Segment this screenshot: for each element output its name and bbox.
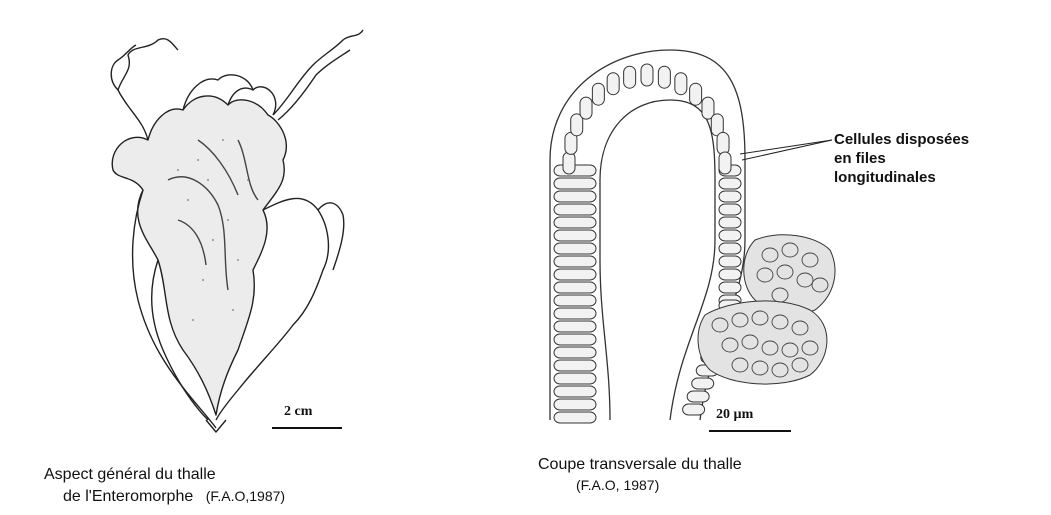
thallus-caption-species: de l'Enteromorphe — [63, 488, 193, 505]
section-caption-citation: (F.A.O, 1987) — [576, 475, 659, 495]
section-caption-line1: Coupe transversale du thalle — [538, 455, 742, 475]
annotation-line2: en files — [834, 149, 886, 169]
annotation-line1: Cellules disposées — [834, 130, 969, 150]
thallus-drawing — [88, 20, 368, 440]
annotation-leader-lines — [700, 130, 840, 180]
surface-patches-drawing — [690, 230, 860, 390]
thallus-caption-line2: de l'Enteromorphe (F.A.O,1987) — [63, 486, 285, 507]
thallus-scale-bar — [272, 427, 342, 429]
cell-surface-patches — [690, 230, 860, 390]
annotation-line3: longitudinales — [834, 168, 936, 188]
section-scale-label: 20 µm — [716, 407, 753, 423]
thallus-illustration — [88, 20, 368, 440]
thallus-caption-citation: (F.A.O,1987) — [206, 488, 285, 504]
thallus-scale-label: 2 cm — [284, 404, 312, 420]
section-scale-bar — [709, 430, 791, 432]
thallus-caption-line1: Aspect général du thalle — [44, 465, 216, 485]
